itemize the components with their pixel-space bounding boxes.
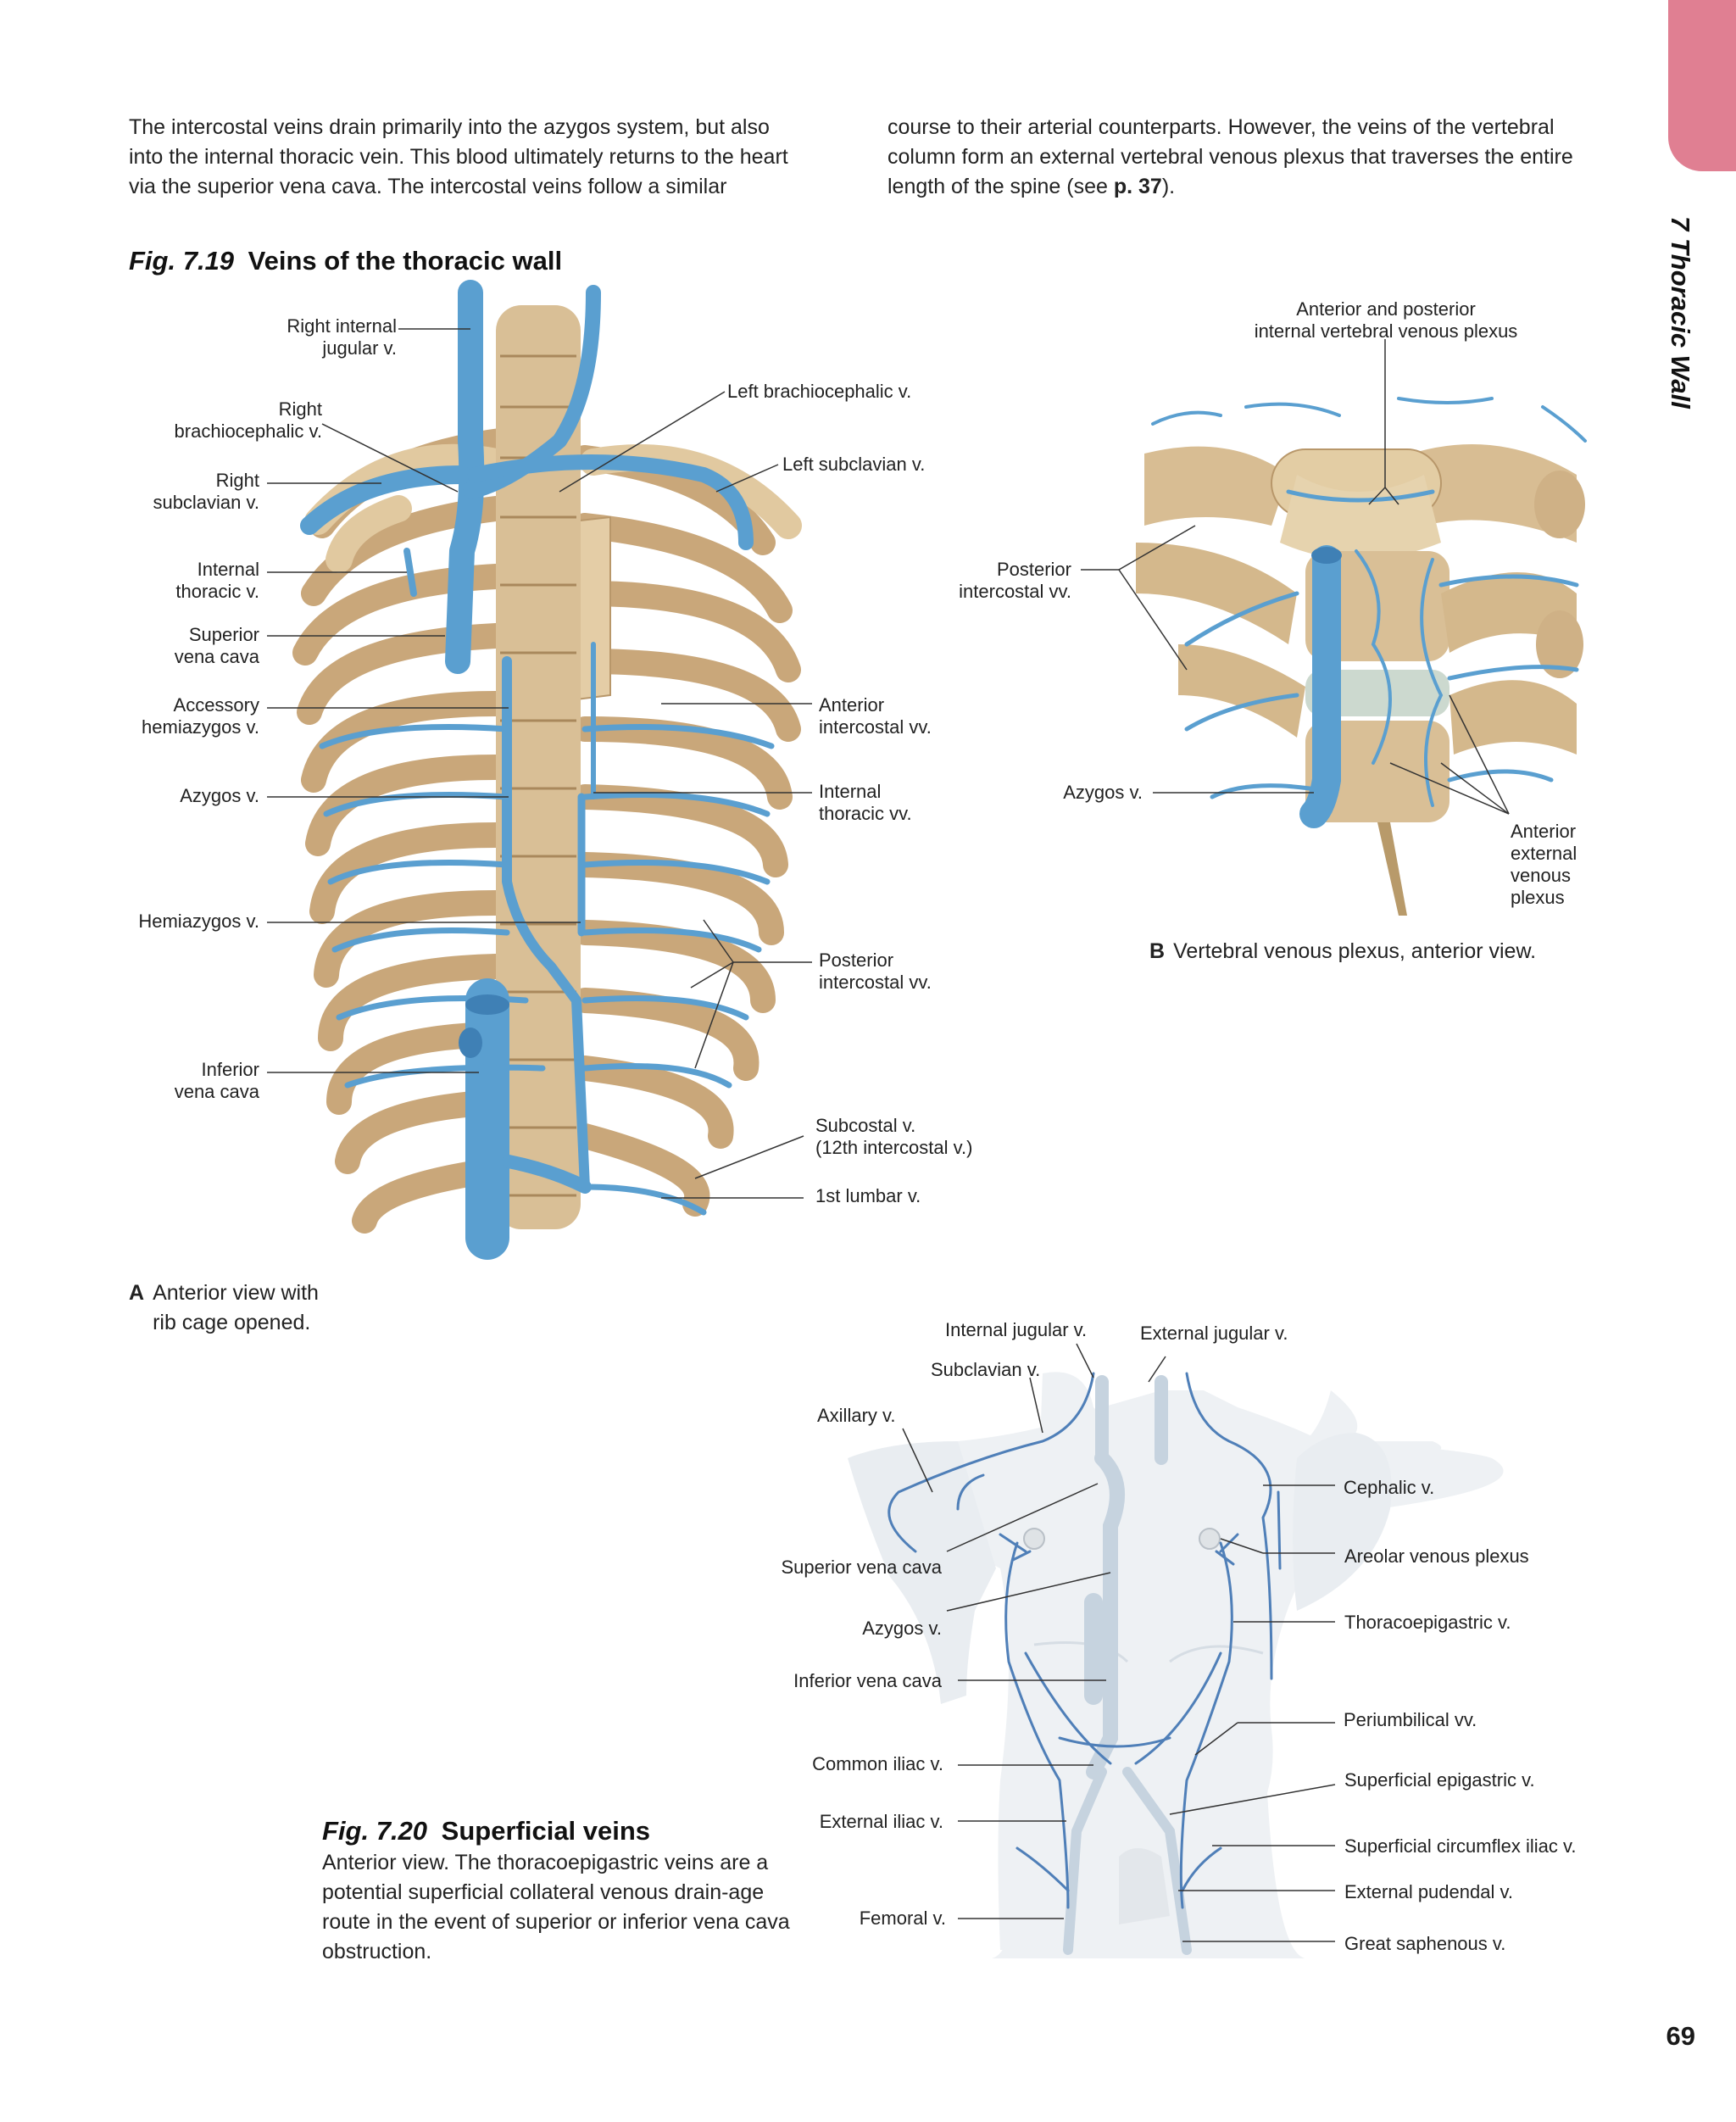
page-reference-link[interactable]: p. 37 <box>1113 175 1162 198</box>
figure-7-20-heading: Fig. 7.20 Superficial veins <box>322 1816 797 1846</box>
label-internal-thoracic: Internal thoracic v. <box>175 559 259 602</box>
fig-7-19a-leader-lines <box>267 328 812 1199</box>
fig-7-19b-leader-lines <box>1081 339 1510 815</box>
figure-7-20-number: Fig. 7.20 <box>322 1816 428 1846</box>
label-external-pudendal: External pudendal v. <box>1344 1881 1513 1902</box>
label-right-subclavian: Right subclavian v. <box>153 470 259 513</box>
label-internal-jugular: Internal jugular v. <box>945 1319 1088 1340</box>
label-great-saphenous: Great saphenous v. <box>1344 1933 1506 1954</box>
label-superficial-epigastric: Superficial epigastric v. <box>1344 1769 1535 1791</box>
intro-column-2: course to their arterial counterparts. H… <box>887 113 1616 202</box>
vertebral-plexus-illustration <box>1136 397 1587 916</box>
label-common-iliac: Common iliac v. <box>812 1753 943 1774</box>
label-ant-post-internal-plexus: Anterior and posterior internal vertebra… <box>1254 298 1518 342</box>
label-areolar-plexus: Areolar venous plexus <box>1344 1546 1529 1567</box>
label-inferior-vena-cava: Inferior vena cava <box>174 1059 259 1102</box>
label-subclavian: Subclavian v. <box>931 1359 1041 1380</box>
page-number: 69 <box>1666 2021 1695 2051</box>
label-anterior-intercostal: Anterior intercostal vv. <box>819 694 932 738</box>
label-superficial-circumflex-iliac: Superficial circumflex iliac v. <box>1344 1835 1577 1857</box>
figure-title: Veins of the thoracic wall <box>248 246 563 276</box>
intro-column-2-text: course to their arterial counterparts. H… <box>887 115 1573 198</box>
label-right-brachiocephalic: Right brachiocephalic v. <box>174 398 322 442</box>
label-left-subclavian: Left subclavian v. <box>782 454 926 475</box>
label-accessory-hemiazygos: Accessory hemiazygos v. <box>142 694 259 738</box>
figure-7-20-caption-block: Fig. 7.20 Superficial veins Anterior vie… <box>322 1816 797 1967</box>
label-f20-inferior-vena-cava: Inferior vena cava <box>793 1670 942 1691</box>
label-azygos: Azygos v. <box>180 785 259 806</box>
panel-letter-b: B <box>1149 939 1166 963</box>
label-b-posterior-intercostal: Posterior intercostal vv. <box>959 559 1071 602</box>
label-first-lumbar: 1st lumbar v. <box>815 1185 921 1206</box>
label-cephalic: Cephalic v. <box>1344 1477 1435 1498</box>
label-right-internal-jugular: Right internal jugular v. <box>287 315 397 359</box>
figure-7-20-caption: Anterior view. The thoracoepigastric vei… <box>322 1851 790 1963</box>
figure-7-19b-caption: B Vertebral venous plexus, anterior view. <box>1149 937 1624 966</box>
label-internal-thoracic-vv: Internal thoracic vv. <box>819 781 912 824</box>
figure-number: Fig. 7.19 <box>129 246 235 276</box>
label-superior-vena-cava: Superior vena cava <box>174 624 259 667</box>
chapter-thumb-tab <box>1668 0 1736 171</box>
label-b-azygos: Azygos v. <box>1063 782 1143 803</box>
rib-cage-illustration <box>292 280 802 1260</box>
label-posterior-intercostal: Posterior intercostal vv. <box>819 950 932 993</box>
label-axillary: Axillary v. <box>817 1405 896 1426</box>
intro-column-2-end: ). <box>1161 175 1176 198</box>
fig-7-20-leader-lines <box>902 1343 1336 1942</box>
label-femoral: Femoral v. <box>859 1908 946 1929</box>
label-thoracoepigastric: Thoracoepigastric v. <box>1344 1612 1511 1633</box>
label-f20-azygos: Azygos v. <box>862 1618 942 1639</box>
label-f20-superior-vena-cava: Superior vena cava <box>781 1557 942 1578</box>
label-external-jugular: External jugular v. <box>1140 1323 1288 1344</box>
figure-7-19-heading: Fig. 7.19 Veins of the thoracic wall <box>129 246 562 276</box>
label-hemiazygos: Hemiazygos v. <box>138 911 259 932</box>
label-external-iliac: External iliac v. <box>819 1811 943 1832</box>
label-subcostal: Subcostal v. (12th intercostal v.) <box>815 1115 973 1158</box>
figure-7-19a-caption: A Anterior view with rib cage opened. <box>129 1278 383 1338</box>
intro-column-1: The intercostal veins drain primarily in… <box>129 115 788 198</box>
label-periumbilical: Periumbilical vv. <box>1344 1709 1477 1730</box>
panel-letter-a: A <box>129 1281 145 1305</box>
panel-a-caption-text: Anterior view with rib cage opened. <box>153 1281 319 1334</box>
label-left-brachiocephalic: Left brachiocephalic v. <box>727 381 912 402</box>
label-anterior-external-plexus: Anterior external venous plexus <box>1511 821 1577 908</box>
figure-7-20-title: Superficial veins <box>441 1816 651 1846</box>
panel-b-caption-text: Vertebral venous plexus, anterior view. <box>1173 939 1537 963</box>
torso-illustration <box>848 1372 1504 1958</box>
